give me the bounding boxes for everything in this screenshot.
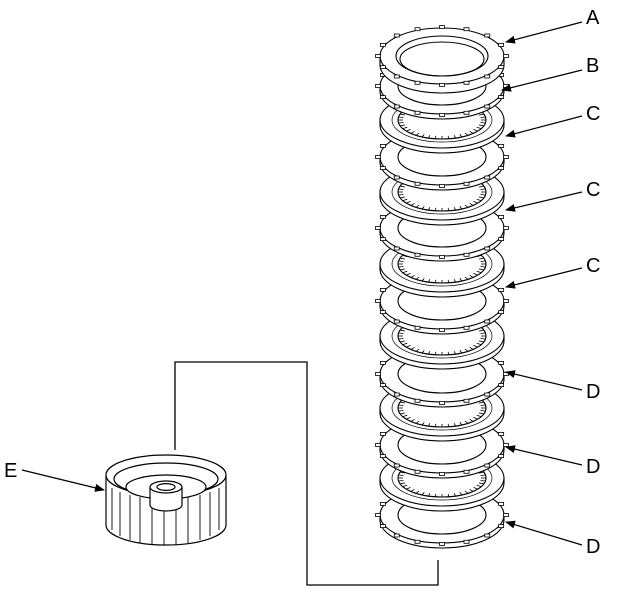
callout-label-c: C <box>586 180 600 200</box>
callout-arrow-c <box>506 192 582 210</box>
clutch-drum <box>106 455 226 545</box>
callout-label-b: B <box>586 56 599 76</box>
callout-arrow-c <box>506 268 582 287</box>
callout-label-d: D <box>586 457 600 477</box>
callout-label-e: E <box>4 461 17 481</box>
callout-arrow-d <box>506 447 582 465</box>
callout-label-c: C <box>586 104 600 124</box>
callout-arrow-c <box>506 116 582 136</box>
callout-arrow-d <box>506 372 582 390</box>
callout-label-c: C <box>586 256 600 276</box>
callout-arrow-d <box>506 522 582 545</box>
callout-arrow-b <box>502 70 582 90</box>
callout-arrow-e <box>22 470 104 490</box>
callout-label-d: D <box>586 382 600 402</box>
callout-label-a: A <box>586 8 599 28</box>
callout-arrow-a <box>506 22 582 42</box>
end-plate <box>376 26 509 94</box>
clutch-plate-stack <box>376 26 509 549</box>
callout-label-d: D <box>586 537 600 557</box>
